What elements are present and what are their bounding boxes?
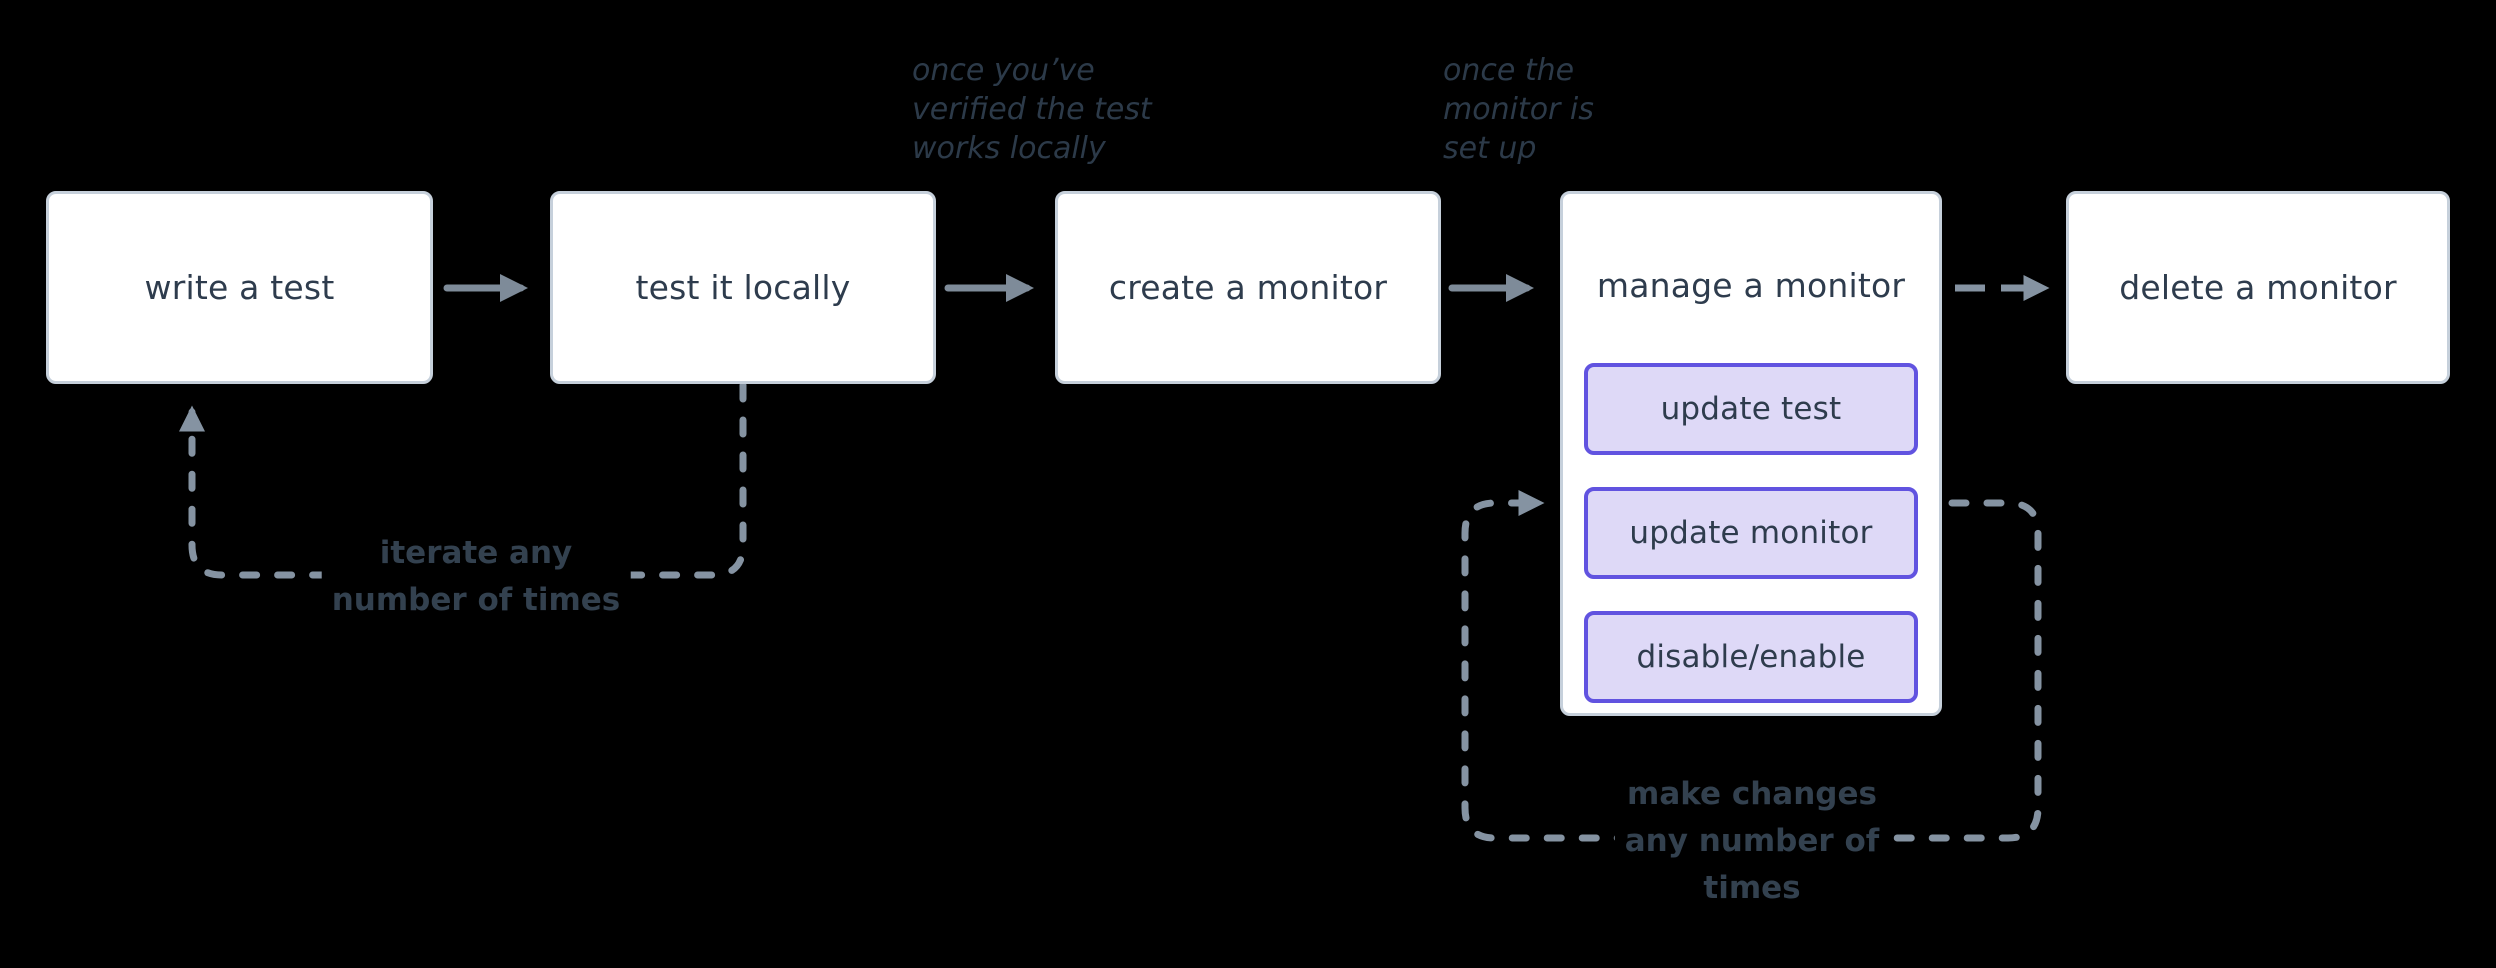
loop-label-line: number of times — [331, 582, 621, 618]
annotation-line: works locally — [912, 131, 1106, 166]
sub-node-label: update monitor — [1629, 515, 1873, 551]
node-label: write a test — [144, 268, 335, 307]
annotation-line: monitor is — [1443, 92, 1594, 127]
sub-node-update-test: update test — [1584, 363, 1918, 455]
manage-sub-actions: update test update monitor disable/enabl… — [1563, 363, 1939, 703]
annotation-once-set-up: once the monitor is set up — [1443, 51, 1594, 168]
sub-node-disable-enable: disable/enable — [1584, 611, 1918, 703]
node-write-a-test: write a test — [46, 191, 433, 384]
node-delete-a-monitor: delete a monitor — [2066, 191, 2450, 384]
node-label: create a monitor — [1108, 268, 1388, 307]
node-manage-a-monitor: manage a monitor update test update moni… — [1560, 191, 1942, 716]
annotation-line: set up — [1443, 131, 1537, 166]
loop-label-line: iterate any — [379, 535, 573, 571]
loop-label-line: times — [1703, 870, 1801, 906]
annotation-once-verified: once you’ve verified the test works loca… — [912, 51, 1152, 168]
loop-label-line: make changes — [1627, 776, 1877, 812]
annotation-line: once the — [1443, 53, 1575, 88]
loop-label-make-changes: make changes any number of times — [1614, 771, 1890, 912]
sub-node-label: update test — [1660, 391, 1842, 427]
node-create-a-monitor: create a monitor — [1055, 191, 1441, 384]
node-label: delete a monitor — [2119, 268, 2397, 307]
annotation-line: verified the test — [912, 92, 1152, 127]
node-label: test it locally — [635, 268, 851, 307]
loop-label-line: any number of — [1624, 823, 1880, 859]
loop-label-iterate: iterate any number of times — [321, 530, 631, 624]
sub-node-label: disable/enable — [1636, 639, 1866, 675]
node-label: manage a monitor — [1596, 265, 1906, 305]
annotation-line: once you’ve — [912, 53, 1095, 88]
node-test-it-locally: test it locally — [550, 191, 936, 384]
sub-node-update-monitor: update monitor — [1584, 487, 1918, 579]
